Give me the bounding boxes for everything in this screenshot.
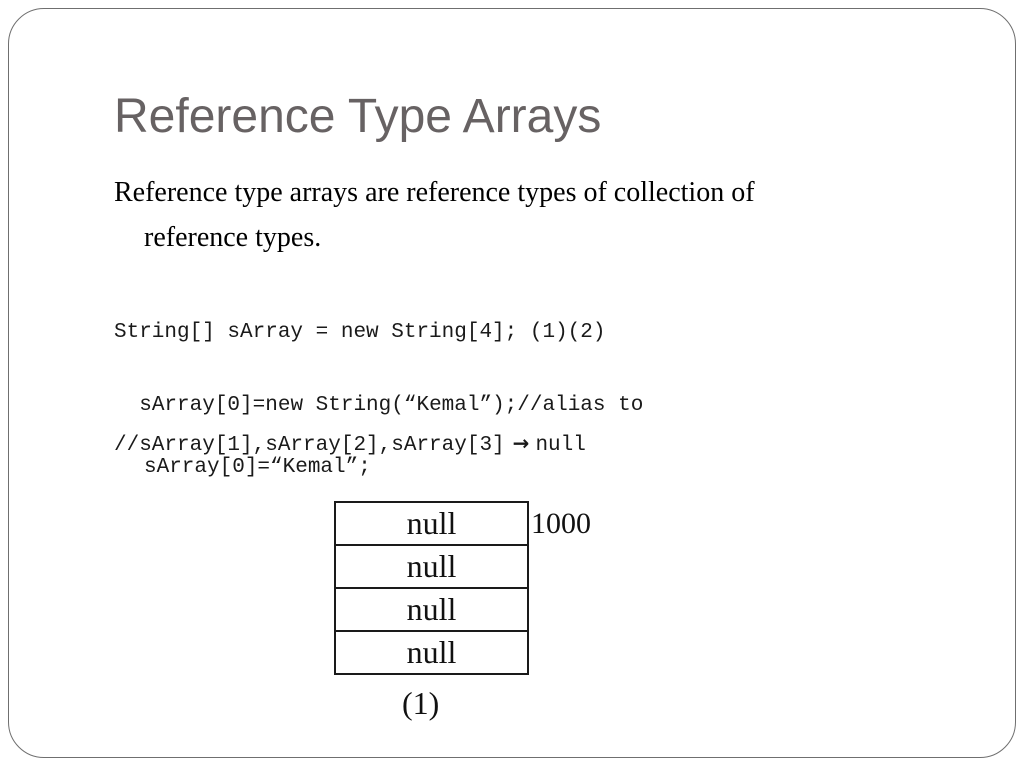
code-line-3-text: //sArray[1],sArray[2],sArray[3]	[114, 434, 505, 457]
array-diagram: null null null null	[334, 501, 529, 675]
figure-caption: (1)	[402, 685, 440, 721]
right-arrow-icon: →	[512, 431, 530, 455]
code-line-3-null: null	[535, 434, 586, 457]
code-line-2-main: sArray[0]=new String(“Kemal”);//alias to	[139, 394, 644, 417]
body-paragraph: Reference type arrays are reference type…	[114, 170, 914, 260]
array-cell-2: null	[336, 589, 527, 632]
slide-title: Reference Type Arrays	[114, 90, 602, 143]
body-line-1: Reference type arrays are reference type…	[114, 177, 755, 208]
array-cell-0: null	[336, 503, 527, 546]
body-line-2: reference types.	[144, 222, 322, 253]
code-line-1: String[] sArray = new String[4]; (1)(2)	[114, 321, 606, 344]
code-line-2-continuation: sArray[0]=“Kemal”;	[144, 456, 371, 479]
code-line-2: sArray[0]=new String(“Kemal”);//alias to…	[114, 359, 643, 514]
array-cell-3: null	[406, 634, 457, 670]
array-cell-1: null	[336, 546, 527, 589]
slide-frame	[8, 8, 1016, 758]
code-line-3: //sArray[1],sArray[2],sArray[3] →null	[114, 430, 586, 459]
array-address-label: 1000	[531, 507, 591, 540]
